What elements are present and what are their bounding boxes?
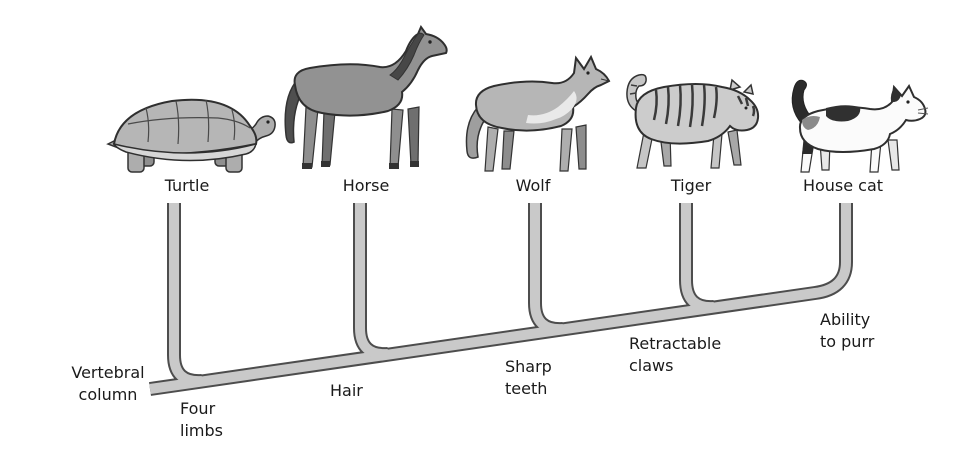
horse-far-hind-leg xyxy=(321,110,336,166)
animal-label-turtle: Turtle xyxy=(164,176,210,195)
tree-branch-fills xyxy=(149,203,851,394)
wolf-hind-leg xyxy=(484,126,499,172)
wolf-branch-fill xyxy=(530,203,564,335)
tiger-branch-fill xyxy=(681,203,715,313)
horse-body xyxy=(293,25,448,117)
wolf-chest-patch xyxy=(526,91,577,124)
tiger-body xyxy=(634,83,760,145)
backbone-branch-outline xyxy=(148,203,853,396)
horse-hind-leg xyxy=(302,106,319,168)
tiger-far-front-leg xyxy=(727,129,742,166)
tiger-left-ear xyxy=(729,78,742,92)
backbone-branch-fill xyxy=(149,203,851,394)
wolf-snout-line xyxy=(600,78,610,82)
trait-label-hair: Hair xyxy=(330,381,363,400)
trait-label-four-limbs: Four limbs xyxy=(180,399,223,440)
horse-eye xyxy=(428,40,432,44)
tiger-tail-stripes xyxy=(629,84,638,95)
tiger-tail xyxy=(626,73,648,113)
turtle-eye xyxy=(266,120,270,124)
wolf-eye xyxy=(586,71,590,75)
animal-label-wolf: Wolf xyxy=(515,176,551,195)
horse-mane xyxy=(389,32,425,81)
tiger-stripes xyxy=(652,83,756,128)
horse-branch-fill xyxy=(355,203,389,360)
house-cat-icon xyxy=(791,79,929,173)
trait-label-sharp-teeth: Sharp teeth xyxy=(505,357,552,398)
turtle-branch-fill xyxy=(169,203,203,387)
cat-eye xyxy=(906,100,910,104)
horse-hooves xyxy=(302,161,419,169)
turtle-shell-pattern xyxy=(127,99,251,145)
cat-tail xyxy=(791,79,813,125)
cat-back-patch xyxy=(826,105,861,122)
tree-branch-outlines xyxy=(148,203,853,396)
cat-whiskers xyxy=(917,107,929,115)
animal-label-house-cat: House cat xyxy=(802,176,884,195)
horse-icon xyxy=(284,25,448,169)
trait-label-vertebral-column: Vertebral column xyxy=(71,363,145,404)
turtle-shell-rim xyxy=(112,142,258,162)
cat-rump-patch xyxy=(802,116,820,130)
cat-far-front-leg xyxy=(887,139,900,171)
wolf-front-leg xyxy=(559,128,573,172)
wolf-far-front-leg xyxy=(575,124,587,170)
cat-head-patch xyxy=(890,88,901,103)
tiger-icon xyxy=(626,73,760,169)
tiger-right-ear xyxy=(742,83,754,95)
turtle-icon xyxy=(106,98,276,173)
wolf-body xyxy=(474,54,611,132)
animal-label-horse: Horse xyxy=(342,176,390,195)
trait-label-ability-to-purr: Ability to purr xyxy=(820,310,875,351)
trait-label-retractable-claws: Retractable claws xyxy=(629,334,722,375)
horse-far-front-leg xyxy=(407,106,420,166)
wolf-icon xyxy=(465,54,611,172)
wolf-far-hind-leg xyxy=(501,130,515,170)
tiger-eye xyxy=(744,106,748,110)
horse-front-leg xyxy=(389,108,404,168)
animal-label-house-cat-sibling-tiger: Tiger xyxy=(670,176,712,195)
